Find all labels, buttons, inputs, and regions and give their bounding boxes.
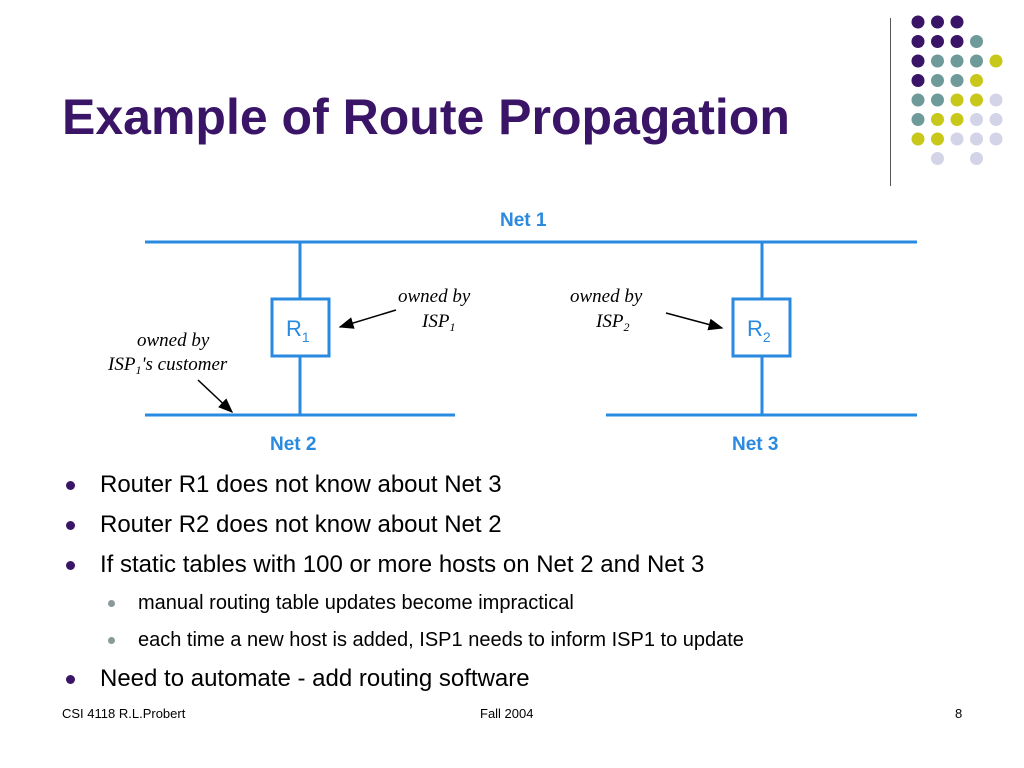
customer-owner-line1: owned by [137, 330, 210, 351]
decorative-dot [931, 74, 944, 87]
decorative-dot [911, 35, 925, 48]
decorative-dot [931, 113, 944, 126]
decorative-dot [931, 54, 944, 68]
decorative-dot [970, 54, 983, 68]
isp1-owner-line1: owned by [398, 286, 471, 307]
route-diagram: Net 1 Net 2 Net 3 R1 R2 owned by ISP1 ow… [107, 210, 917, 455]
decorative-dot [931, 132, 944, 146]
isp2-owner-line1: owned by [570, 286, 643, 307]
router-r1 [270, 297, 331, 358]
decorative-dot [970, 35, 983, 48]
footer-page-number: 8 [955, 706, 963, 721]
bullet-item: Need to automate - add routing software [62, 660, 962, 700]
bullet-list: Router R1 does not know about Net 3 Rout… [62, 466, 962, 700]
decorative-dot [911, 132, 925, 146]
bullet-item: If static tables with 100 or more hosts … [62, 546, 962, 586]
router-r2 [731, 297, 792, 358]
decorative-dot [950, 113, 964, 126]
router-r1-label: R1 [286, 316, 310, 345]
decorative-dot [931, 93, 944, 107]
decorative-dot [911, 93, 925, 107]
decorative-dot [950, 132, 964, 146]
decorative-dot [950, 74, 964, 87]
decorative-dot [989, 54, 1003, 68]
decorative-dot [950, 93, 964, 107]
bullet-item: Router R1 does not know about Net 3 [62, 466, 962, 506]
footer-term: Fall 2004 [480, 706, 534, 721]
decorative-dot [989, 132, 1003, 146]
sub-bullet-item: manual routing table updates become impr… [62, 586, 962, 623]
customer-arrow [197, 379, 234, 414]
decorative-dot [931, 152, 944, 165]
isp1-owner-line2: ISP1 [421, 311, 455, 334]
decorative-dot [970, 132, 983, 146]
isp1-arrow [338, 309, 397, 329]
bullet-item: Router R2 does not know about Net 2 [62, 506, 962, 546]
net3-label: Net 3 [732, 434, 778, 455]
decorative-dot [970, 113, 983, 126]
decorative-dot [989, 113, 1003, 126]
sub-bullet-item: each time a new host is added, ISP1 need… [62, 623, 962, 660]
decorative-dot [911, 54, 925, 68]
title-divider [890, 18, 891, 186]
decorative-dot [970, 152, 983, 165]
decorative-dot [950, 54, 964, 68]
decorative-dot [970, 74, 983, 87]
isp2-owner-line2: ISP2 [595, 311, 629, 334]
decorative-dot [931, 35, 944, 48]
slide-title: Example of Route Propagation [62, 89, 790, 145]
router-r2-label: R2 [747, 316, 771, 345]
decorative-dot [950, 35, 964, 48]
customer-owner-line2: ISP1's customer [107, 354, 228, 377]
decorative-dot [989, 93, 1003, 107]
decorative-dot [931, 15, 944, 29]
footer-course: CSI 4118 R.L.Probert [62, 706, 186, 721]
decorative-dot-grid [911, 15, 1003, 165]
decorative-dot [970, 93, 983, 107]
decorative-dot [911, 113, 925, 126]
isp2-arrow [665, 312, 724, 331]
decorative-dot [911, 15, 925, 29]
decorative-dot [950, 15, 964, 29]
decorative-dot [911, 74, 925, 87]
net2-label: Net 2 [270, 434, 316, 455]
net1-label: Net 1 [500, 210, 547, 231]
